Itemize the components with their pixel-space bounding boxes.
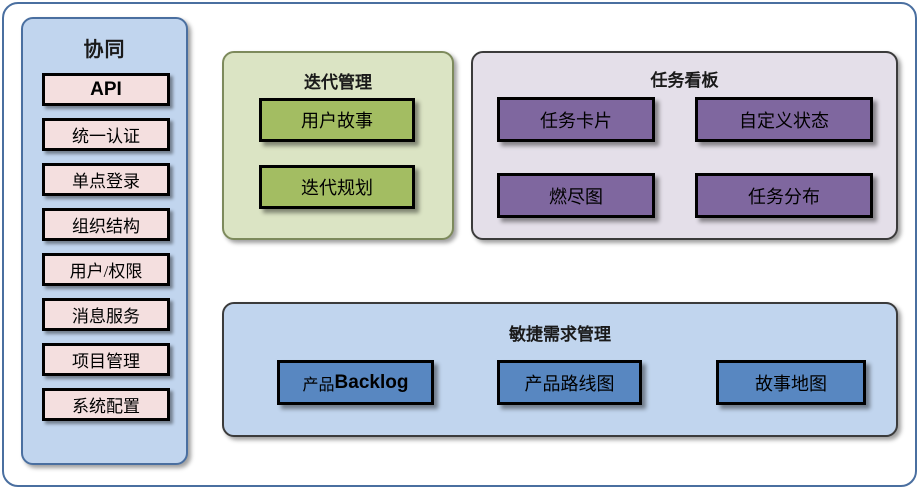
sidebar-item-unified-auth[interactable]: 统一认证 — [42, 118, 170, 151]
collaboration-panel-title: 协同 — [83, 39, 126, 61]
agile-item-product-backlog-latin: Backlog — [334, 371, 409, 393]
agile-item-product-roadmap[interactable]: 产品路线图 — [497, 360, 642, 405]
task-board-item-custom-status[interactable]: 自定义状态 — [695, 97, 873, 142]
agile-item-product-backlog-cjk: 产品 — [302, 376, 335, 394]
sidebar-item-system-config[interactable]: 系统配置 — [42, 388, 170, 421]
sidebar-item-org-structure[interactable]: 组织结构 — [42, 208, 170, 241]
sidebar-item-user-permission[interactable]: 用户/权限 — [42, 253, 170, 286]
iteration-management-panel: 迭代管理 用户故事 迭代规划 — [222, 51, 454, 240]
task-board-panel-title: 任务看板 — [650, 71, 719, 90]
iteration-item-iteration-planning[interactable]: 迭代规划 — [259, 165, 415, 209]
sidebar-item-api[interactable]: API — [42, 73, 170, 106]
collaboration-item-list: API 统一认证 单点登录 组织结构 用户/权限 消息服务 项目管理 系统配置 — [42, 73, 170, 433]
iteration-item-user-story[interactable]: 用户故事 — [259, 98, 415, 142]
sidebar-item-single-sign-on[interactable]: 单点登录 — [42, 163, 170, 196]
task-board-item-task-card[interactable]: 任务卡片 — [497, 97, 655, 142]
task-board-panel: 任务看板 任务卡片 自定义状态 燃尽图 任务分布 — [471, 51, 898, 240]
collaboration-panel: 协同 API 统一认证 单点登录 组织结构 用户/权限 消息服务 项目管理 系统… — [21, 17, 188, 465]
agile-requirement-panel-title: 敏捷需求管理 — [509, 325, 611, 344]
agile-item-story-map[interactable]: 故事地图 — [716, 360, 866, 405]
sidebar-item-message-service[interactable]: 消息服务 — [42, 298, 170, 331]
task-board-item-task-distribution[interactable]: 任务分布 — [695, 173, 873, 218]
task-board-item-burndown-chart[interactable]: 燃尽图 — [497, 173, 655, 218]
iteration-management-panel-title: 迭代管理 — [304, 73, 372, 92]
sidebar-item-project-management[interactable]: 项目管理 — [42, 343, 170, 376]
